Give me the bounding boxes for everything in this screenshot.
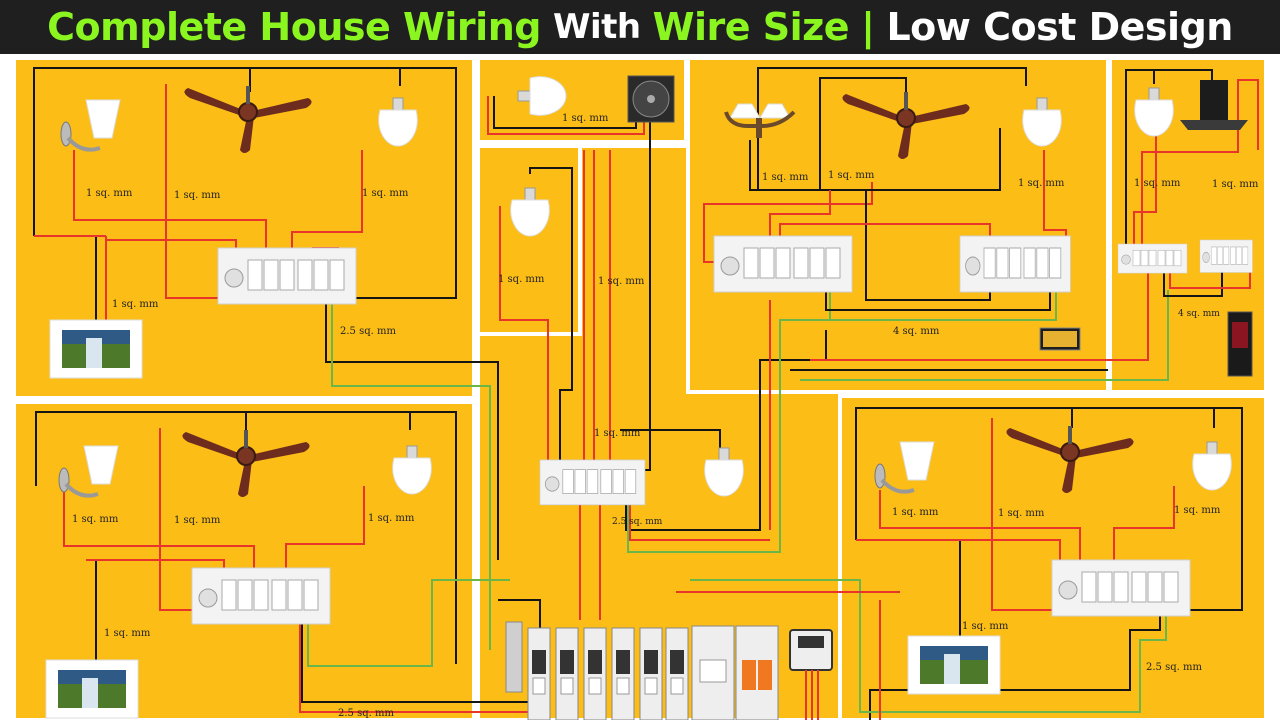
wiring-bedroom-3 xyxy=(35,411,549,713)
wire-size-label: 1 sq. mm xyxy=(104,628,151,639)
wire-size-label: 1 sq. mm xyxy=(86,188,133,199)
wire-size-label: 1 sq. mm xyxy=(1212,179,1259,190)
chandelier-icon xyxy=(724,103,796,138)
switchboard-icon xyxy=(191,567,331,625)
switchboard-icon xyxy=(959,235,1071,293)
wire-size-label: 1 sq. mm xyxy=(498,274,545,285)
mcb-icon xyxy=(665,627,689,720)
energy-meter-icon xyxy=(789,629,833,671)
socket-icon xyxy=(49,319,143,379)
distribution-board xyxy=(505,621,833,720)
wire-size-label: 4 sq. mm xyxy=(1178,309,1220,319)
mcb-icon xyxy=(527,627,551,720)
title-part-2: With xyxy=(552,7,641,47)
title-part-1: Complete House Wiring xyxy=(47,5,541,49)
fridge-icon xyxy=(1227,311,1253,377)
title-bar xyxy=(0,0,1280,54)
switchboard-icon xyxy=(1199,239,1253,273)
wire-size-label: 2.5 sq. mm xyxy=(1146,662,1202,673)
chimney-hood-icon xyxy=(1180,80,1248,130)
wire-size-label: 1 sq. mm xyxy=(362,188,409,199)
wire-size-label: 1 sq. mm xyxy=(962,621,1009,632)
wiring-bedroom-4 xyxy=(676,407,1243,720)
wire-size-label: 2.5 sq. mm xyxy=(338,708,394,719)
wire-size-label: 1 sq. mm xyxy=(72,514,119,525)
mcb-icon xyxy=(583,627,607,720)
wire-size-label: 1 sq. mm xyxy=(892,507,939,518)
wire-size-label: 1 sq. mm xyxy=(762,172,809,183)
mcb-icon xyxy=(611,627,635,720)
wire-size-label: 1 sq. mm xyxy=(562,113,609,124)
wire-size-label: 1 sq. mm xyxy=(174,190,221,201)
mcb-icon xyxy=(639,627,663,720)
wiring-diagram: 1 sq. mm 1 sq. mm 1 sq. mm 1 sq. mm 2.5 … xyxy=(12,56,1268,720)
wire-size-label: 1 sq. mm xyxy=(828,170,875,181)
title-part-3: Wire Size xyxy=(652,5,850,49)
wire-size-labels: 1 sq. mm 1 sq. mm 1 sq. mm 1 sq. mm 2.5 … xyxy=(72,113,1259,719)
rccb-icon xyxy=(691,625,779,720)
wire-size-label: 1 sq. mm xyxy=(368,513,415,524)
wiring-kitchen xyxy=(1125,69,1259,297)
wire-size-label: 1 sq. mm xyxy=(1174,505,1221,516)
socket-icon xyxy=(907,635,1001,695)
mcb-icon xyxy=(555,627,579,720)
switchboard-icon xyxy=(217,247,357,305)
wire-size-label: 1 sq. mm xyxy=(598,276,645,287)
switchboard-icon xyxy=(713,235,853,293)
switchboard-icon xyxy=(1117,243,1188,274)
video-title: Complete House Wiring With Wire Size | L… xyxy=(0,0,1280,54)
socket-icon xyxy=(45,659,139,719)
switchboard-icon xyxy=(539,459,646,506)
switchboard-icon xyxy=(1051,559,1191,617)
wire-size-label: 1 sq. mm xyxy=(112,299,159,310)
wiring-bathroom-store xyxy=(487,96,651,471)
tv-icon xyxy=(1039,327,1081,351)
exhaust-fan-icon xyxy=(627,75,675,123)
wire-size-label: 1 sq. mm xyxy=(174,515,221,526)
wire-size-label: 1 sq. mm xyxy=(1018,178,1065,189)
wire-size-label: 2.5 sq. mm xyxy=(612,517,663,527)
wire-size-label: 1 sq. mm xyxy=(1134,178,1181,189)
wire-size-label: 4 sq. mm xyxy=(893,326,940,337)
wire-size-label: 1 sq. mm xyxy=(594,428,641,439)
title-part-4: | xyxy=(861,5,875,49)
wire-size-label: 2.5 sq. mm xyxy=(340,326,396,337)
title-part-5: Low Cost Design xyxy=(886,5,1233,49)
wire-size-label: 1 sq. mm xyxy=(998,508,1045,519)
